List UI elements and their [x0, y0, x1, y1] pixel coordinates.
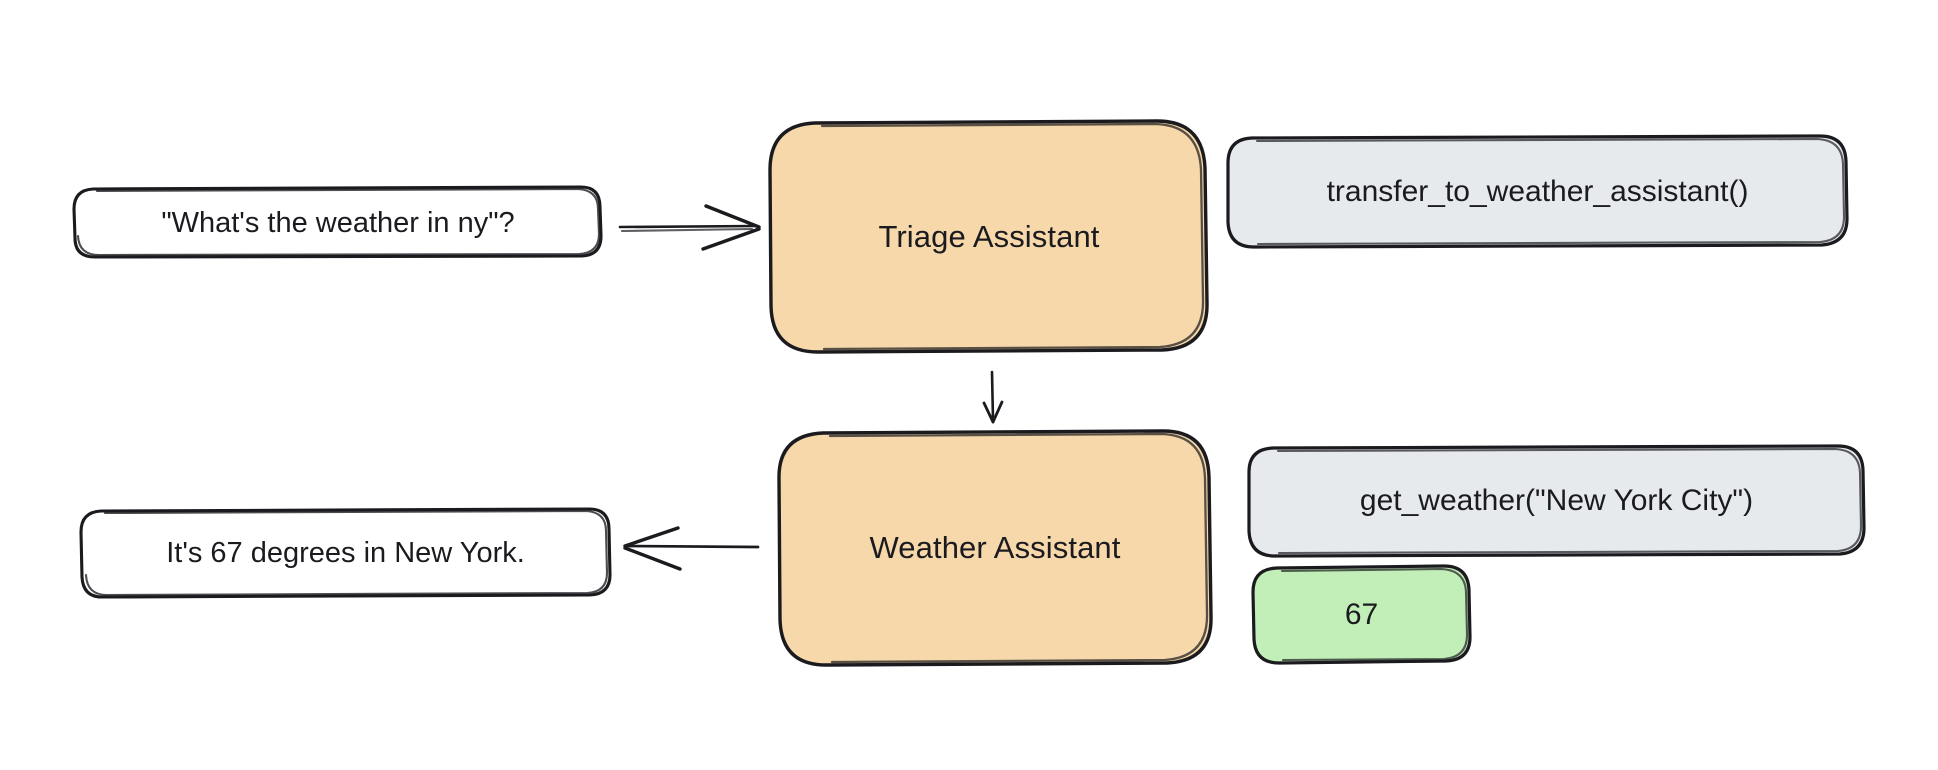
arrow-head-right [991, 400, 1004, 424]
tool-result-overstroke [1280, 567, 1469, 662]
arrow-shaft-left [626, 544, 760, 549]
node-user-message[interactable] [72, 185, 603, 259]
node-tool-result[interactable] [1251, 564, 1472, 665]
transfer-tool-shape [1226, 134, 1849, 249]
arrow-head-lower [701, 227, 761, 251]
node-weather-agent[interactable] [777, 429, 1213, 667]
node-triage-agent[interactable] [768, 119, 1209, 354]
weather-agent-overstroke [828, 432, 1209, 664]
triage-agent-overstroke [820, 122, 1205, 351]
arrow-head-upper [704, 204, 761, 229]
node-assistant-reply[interactable] [79, 507, 612, 599]
edge-weather-to-reply [623, 526, 760, 571]
user-message-shape-overstroke [76, 187, 601, 257]
weather-agent-shape [777, 429, 1213, 667]
arrow-head-left [982, 401, 995, 424]
assistant-reply-overstroke [84, 509, 609, 597]
arrow-shaft-echo [620, 227, 754, 233]
edge-user-to-triage [618, 204, 761, 251]
arrow-head-lower-left [623, 546, 682, 571]
arrow-shaft-vertical [990, 370, 995, 422]
arrow-shaft [618, 224, 758, 229]
triage-agent-shape [768, 119, 1209, 354]
weather-tool-shape [1247, 444, 1866, 558]
weather-tool-overstroke [1276, 447, 1863, 555]
node-weather-tool[interactable] [1247, 444, 1866, 558]
transfer-tool-overstroke [1255, 137, 1846, 246]
arrow-head-upper-left [623, 526, 680, 548]
node-transfer-tool[interactable] [1226, 134, 1849, 249]
assistant-reply-shape [79, 507, 612, 599]
tool-result-shape [1251, 564, 1472, 665]
user-message-shape [72, 185, 603, 259]
edge-triage-to-weather [982, 370, 1004, 424]
